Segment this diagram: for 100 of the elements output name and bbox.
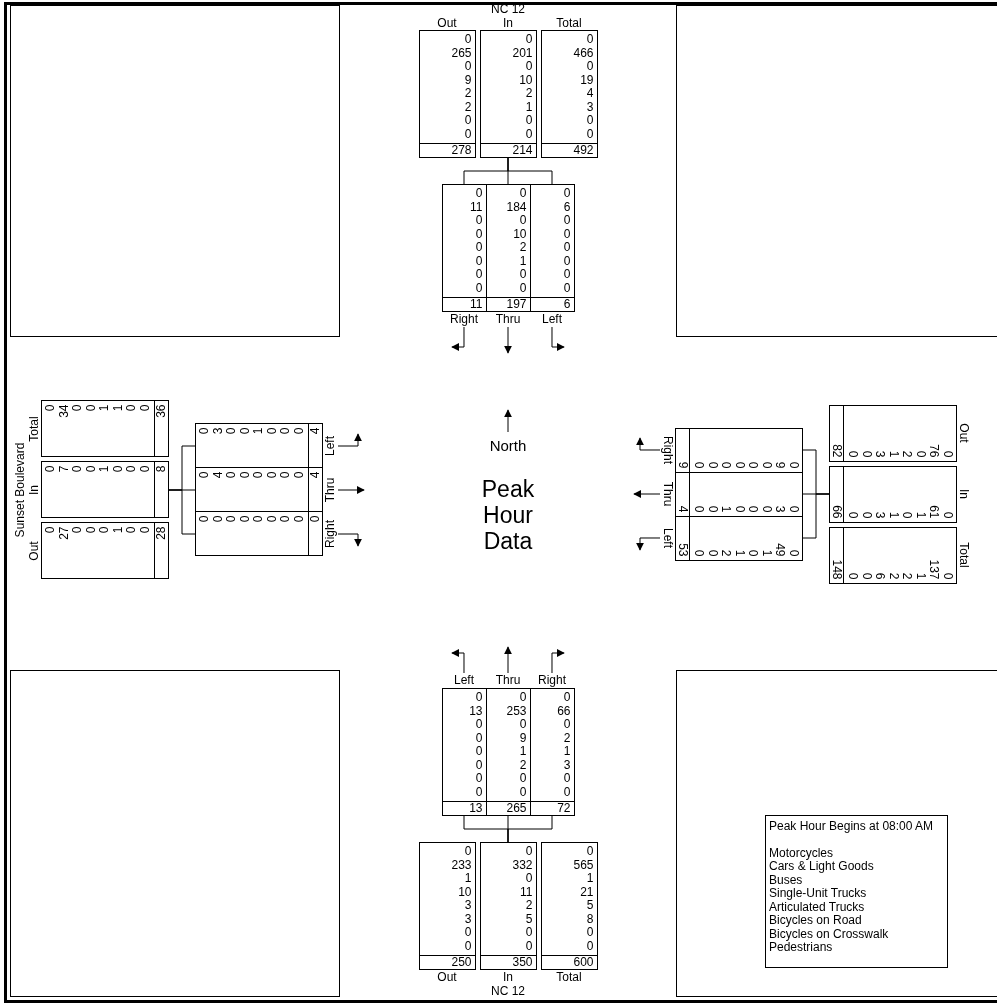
count-value: 0 — [940, 449, 954, 458]
count-value: 0 — [463, 939, 472, 953]
total-value: 4 — [308, 424, 322, 468]
column-header: Total — [957, 541, 971, 570]
count-value: 265 — [450, 46, 472, 60]
count-value: 0 — [463, 33, 472, 47]
count-value: 0 — [463, 127, 472, 141]
count-value: 0 — [562, 268, 571, 282]
movement-label: Thru — [495, 312, 521, 327]
count-value: 565 — [572, 858, 594, 872]
count-value: 10 — [512, 227, 527, 241]
count-value: 0 — [292, 515, 306, 525]
column-header: In — [27, 484, 41, 497]
count-value: 0 — [746, 460, 760, 469]
count-value: 332 — [511, 858, 533, 872]
arrow — [337, 433, 362, 447]
count-value: 0 — [524, 872, 533, 886]
count-value: 2 — [524, 899, 533, 913]
count-value: 0 — [562, 772, 571, 786]
count-value: 0 — [562, 187, 571, 201]
count-value: 2 — [463, 100, 472, 114]
count-value: 0 — [198, 427, 212, 437]
column-header: Out — [957, 422, 971, 445]
count-value: 3 — [562, 758, 571, 772]
count-value: 0 — [474, 785, 483, 799]
total-value: 492 — [541, 143, 597, 157]
arrow — [636, 537, 661, 551]
count-value: 0 — [562, 227, 571, 241]
count-value: 0 — [859, 571, 873, 580]
column-header: Total — [555, 16, 583, 30]
vehicle-class-text: Buses — [769, 873, 804, 887]
count-value: 0 — [279, 471, 293, 481]
total-value: 278 — [419, 143, 475, 157]
count-value: 9 — [463, 73, 472, 87]
count-value: 0 — [71, 404, 85, 414]
count-table — [529, 688, 575, 816]
count-value: 11 — [519, 885, 533, 899]
movement-label: Left — [454, 673, 474, 688]
count-value: 27 — [57, 526, 71, 542]
count-value: 0 — [474, 227, 483, 241]
center-label: Peak Hour Data — [480, 476, 536, 554]
count-value: 0 — [44, 526, 58, 536]
count-value: 3 — [585, 100, 594, 114]
total-value: 66 — [830, 466, 844, 522]
count-value: 0 — [524, 939, 533, 953]
count-value: 2 — [463, 87, 472, 101]
total-value: 28 — [154, 523, 168, 579]
count-value: 0 — [562, 718, 571, 732]
count-value: 0 — [846, 449, 860, 458]
movement-label: Right — [538, 673, 566, 688]
count-table — [195, 467, 323, 513]
count-value: 0 — [84, 526, 98, 536]
count-value: 233 — [450, 858, 472, 872]
count-table — [195, 423, 323, 469]
count-value: 0 — [98, 526, 112, 536]
count-value: 0 — [138, 465, 152, 475]
movement-label: Thru — [495, 673, 521, 688]
movement-label: Thru — [660, 481, 675, 507]
count-value: 0 — [279, 427, 293, 437]
count-value: 0 — [238, 471, 252, 481]
count-value: 10 — [457, 885, 472, 899]
count-value: 0 — [518, 691, 527, 705]
count-value: 0 — [746, 504, 760, 513]
count-value: 0 — [692, 548, 706, 557]
count-value: 1 — [98, 404, 112, 414]
count-value: 0 — [474, 745, 483, 759]
count-value: 3 — [873, 449, 887, 458]
vehicle-class-text: Articulated Trucks — [769, 900, 866, 914]
connector-line — [507, 815, 553, 843]
count-value: 2 — [719, 548, 733, 557]
count-value: 1 — [886, 510, 900, 519]
arrow — [451, 649, 465, 674]
count-value: 0 — [474, 281, 483, 295]
count-value: 0 — [279, 515, 293, 525]
count-value: 0 — [265, 427, 279, 437]
count-value: 1 — [111, 526, 125, 536]
count-value: 0 — [463, 60, 472, 74]
count-value: 0 — [913, 449, 927, 458]
count-value: 0 — [705, 548, 719, 557]
count-value: 3 — [463, 899, 472, 913]
count-value: 0 — [265, 515, 279, 525]
count-value: 0 — [524, 845, 533, 859]
compass-label: North — [489, 437, 527, 454]
column-header: In — [957, 488, 971, 501]
count-value: 0 — [705, 504, 719, 513]
total-value: 214 — [480, 143, 536, 157]
count-value: 0 — [524, 60, 533, 74]
count-value: 0 — [562, 281, 571, 295]
arrow — [633, 490, 661, 498]
count-value: 0 — [562, 691, 571, 705]
count-value: 0 — [585, 114, 594, 128]
count-value: 0 — [585, 33, 594, 47]
count-value: 6 — [873, 571, 887, 580]
arrow — [337, 533, 362, 547]
count-value: 0 — [474, 731, 483, 745]
count-value: 66 — [556, 704, 571, 718]
street-name: Sunset Boulevard — [14, 442, 27, 538]
count-value: 0 — [786, 548, 800, 557]
count-value: 0 — [524, 127, 533, 141]
count-value: 1 — [111, 404, 125, 414]
